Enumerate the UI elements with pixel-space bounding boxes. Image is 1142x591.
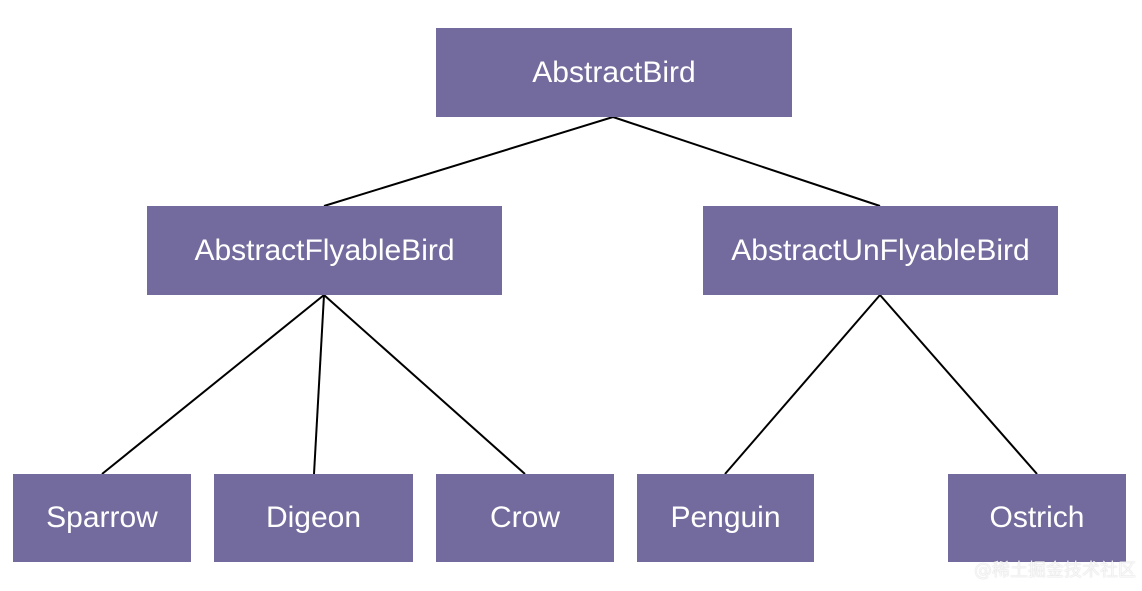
node-abstract-unflyable-bird: AbstractUnFlyableBird [703,206,1058,295]
node-crow: Crow [436,474,614,562]
node-penguin: Penguin [637,474,814,562]
edge-unflyable-penguin [724,294,881,475]
edge-flyable-crow [323,294,526,475]
node-abstract-bird: AbstractBird [436,28,792,117]
edge-root-unflyable [612,116,881,207]
edge-flyable-digeon [313,294,325,475]
edge-unflyable-ostrich [879,294,1038,475]
edge-root-flyable [323,116,614,207]
node-ostrich: Ostrich [948,474,1126,562]
edge-flyable-sparrow [101,294,325,475]
node-digeon: Digeon [214,474,413,562]
node-abstract-flyable-bird: AbstractFlyableBird [147,206,502,295]
node-sparrow: Sparrow [13,474,191,562]
watermark: @稀土掘金技术社区 [974,560,1136,581]
